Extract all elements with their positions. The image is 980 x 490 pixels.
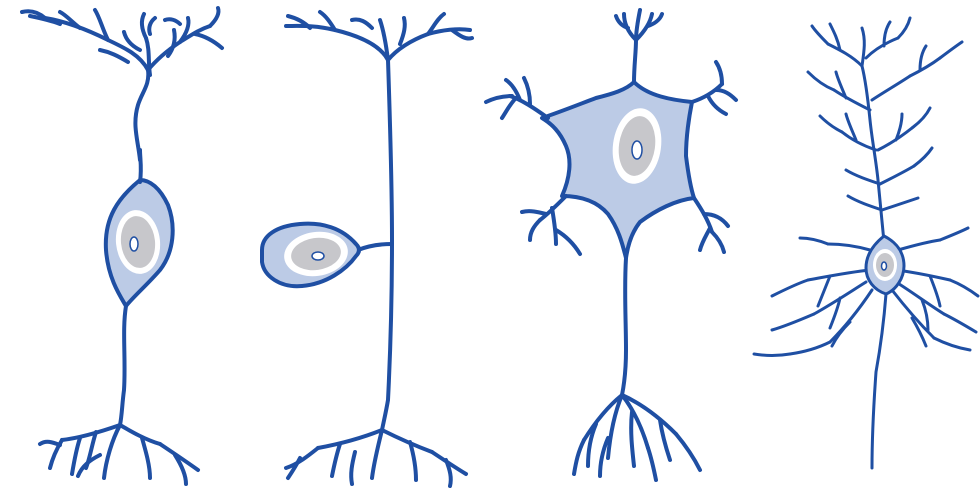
pyramidal-neuron	[754, 18, 978, 468]
multipolar-dendrite-top	[616, 10, 662, 82]
unipolar-neuron	[262, 12, 472, 486]
unipolar-terminals	[286, 430, 466, 486]
multipolar-terminals	[574, 395, 700, 480]
multipolar-dendrites-lower-left	[522, 196, 580, 254]
pyramidal-apical-dendrite	[808, 18, 962, 242]
multipolar-dendrites-right	[692, 62, 736, 114]
multipolar-dendrites-lower-right	[694, 198, 728, 252]
bipolar-terminals	[40, 425, 198, 484]
bipolar-neuron	[22, 8, 222, 484]
pyramidal-basal-dendrites	[754, 228, 978, 356]
pyramidal-nucleus	[873, 249, 897, 281]
multipolar-neuron	[486, 10, 736, 480]
multipolar-dendrites-left	[486, 78, 548, 118]
bipolar-dendrites-top	[22, 8, 222, 160]
unipolar-dendrites-top	[286, 12, 472, 60]
